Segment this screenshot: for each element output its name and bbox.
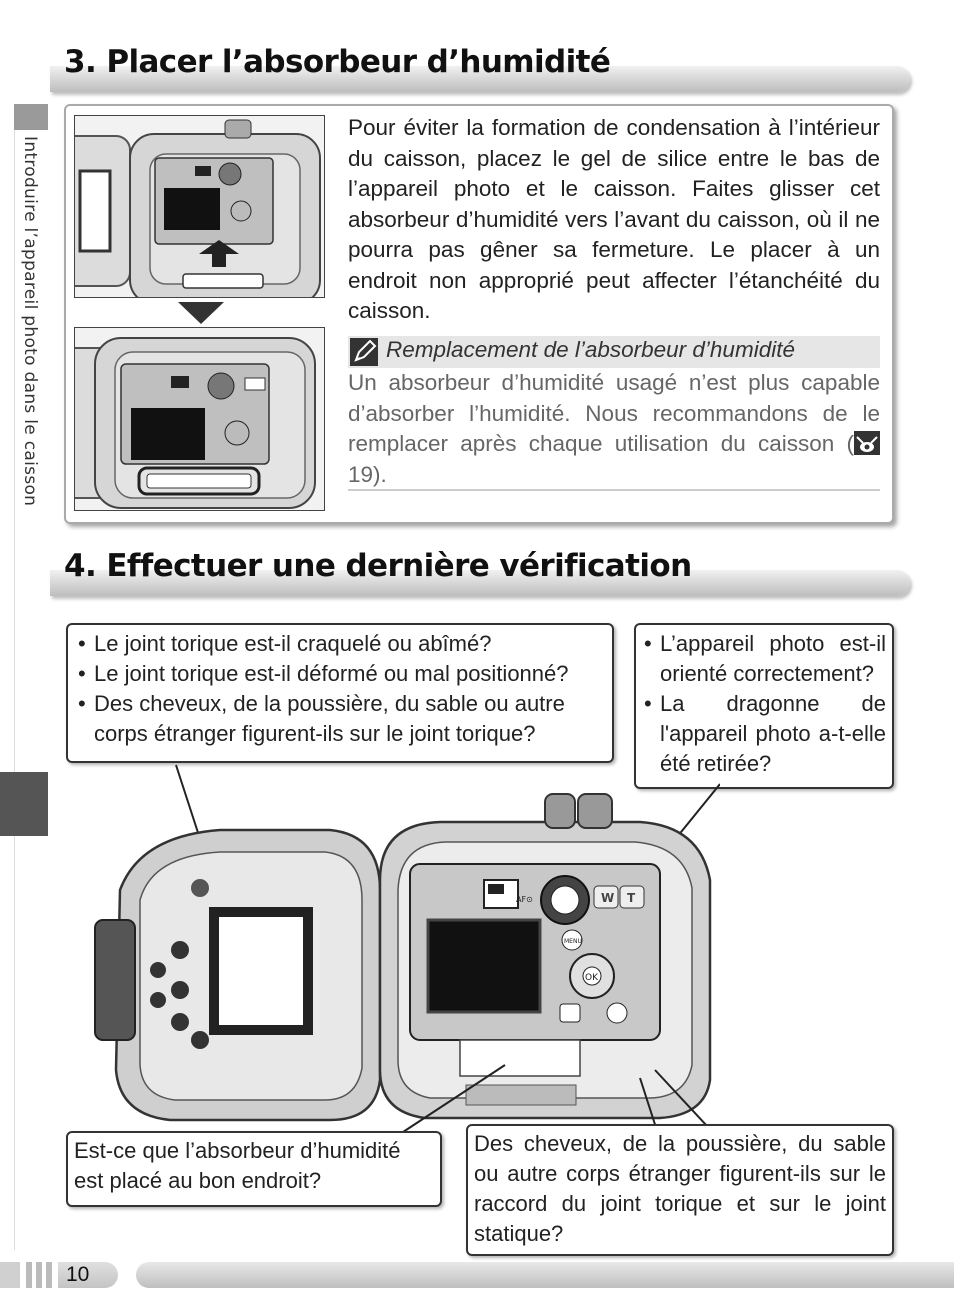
zoom-w-label: W — [601, 891, 614, 905]
section4-heading: 4. Effectuer une dernière vérification — [64, 548, 692, 584]
pencil-icon — [350, 338, 378, 366]
section4-heading-bar — [50, 570, 910, 596]
section3-heading: 3. Placer l’absorbeur d’humidité — [64, 44, 611, 80]
page-number: 10 — [66, 1263, 90, 1286]
check-item-orientation: L’appareil photo est-il orienté correcte… — [644, 629, 886, 689]
callout-absorber-position: Est-ce que l’absorbeur d’humidité est pl… — [66, 1131, 442, 1207]
note-page-ref[interactable]: 19). — [348, 461, 387, 487]
check-item-deformed: Le joint torique est-il déformé ou mal p… — [78, 659, 606, 689]
note-body-text: Un absorbeur d’humidité usagé n’est plus… — [348, 370, 880, 456]
housing-open-image-bottom — [74, 327, 325, 511]
sidebar-strip — [14, 104, 49, 1250]
sidebar-chapter-tab[interactable] — [0, 772, 48, 836]
check-item-strap: La dragonne de l'appareil photo a-t-elle… — [644, 689, 886, 779]
check-item-cracked: Le joint torique est-il craquelé ou abîm… — [78, 629, 606, 659]
zoom-t-label: T — [627, 891, 636, 905]
reference-eye-icon[interactable] — [854, 431, 880, 455]
sidebar-top-bar — [14, 104, 48, 130]
menu-label: MENU — [564, 938, 582, 945]
camera-housing-with-absorber-illustration — [75, 328, 324, 510]
footer-stripe — [0, 1262, 20, 1288]
footer-stripe — [36, 1262, 42, 1288]
note-title-bar — [348, 336, 880, 368]
callout-camera-checks: L’appareil photo est-il orienté correcte… — [634, 623, 894, 789]
down-arrow-icon — [178, 302, 224, 324]
sidebar-chapter-title: Introduire l’appareil photo dans le cais… — [20, 136, 40, 507]
note-title: Remplacement de l’absorbeur d’humidité — [386, 337, 795, 362]
section3-paragraph: Pour éviter la formation de condensation… — [348, 115, 880, 323]
callout-oring-checks: Le joint torique est-il craquelé ou abîm… — [66, 623, 614, 763]
footer-page-tab — [58, 1262, 118, 1288]
note-body: Un absorbeur d’humidité usagé n’est plus… — [348, 368, 880, 490]
check-item-foreign-matter: Des cheveux, de la poussière, du sable o… — [78, 689, 606, 749]
callout-seal-checks: Des cheveux, de la poussière, du sable o… — [466, 1124, 894, 1256]
ok-label: OK — [585, 973, 599, 983]
footer-bar — [136, 1262, 954, 1288]
housing-open-image-top — [74, 115, 325, 298]
footer-stripe — [46, 1262, 52, 1288]
note-divider — [348, 489, 880, 491]
footer-stripe — [26, 1262, 32, 1288]
afc-label: AF⊙ — [516, 895, 533, 904]
camera-housing-illustration — [75, 116, 324, 297]
housing-illustration: AF⊙ W T MENU OK — [94, 764, 720, 1140]
section3-heading-bar — [50, 66, 910, 92]
